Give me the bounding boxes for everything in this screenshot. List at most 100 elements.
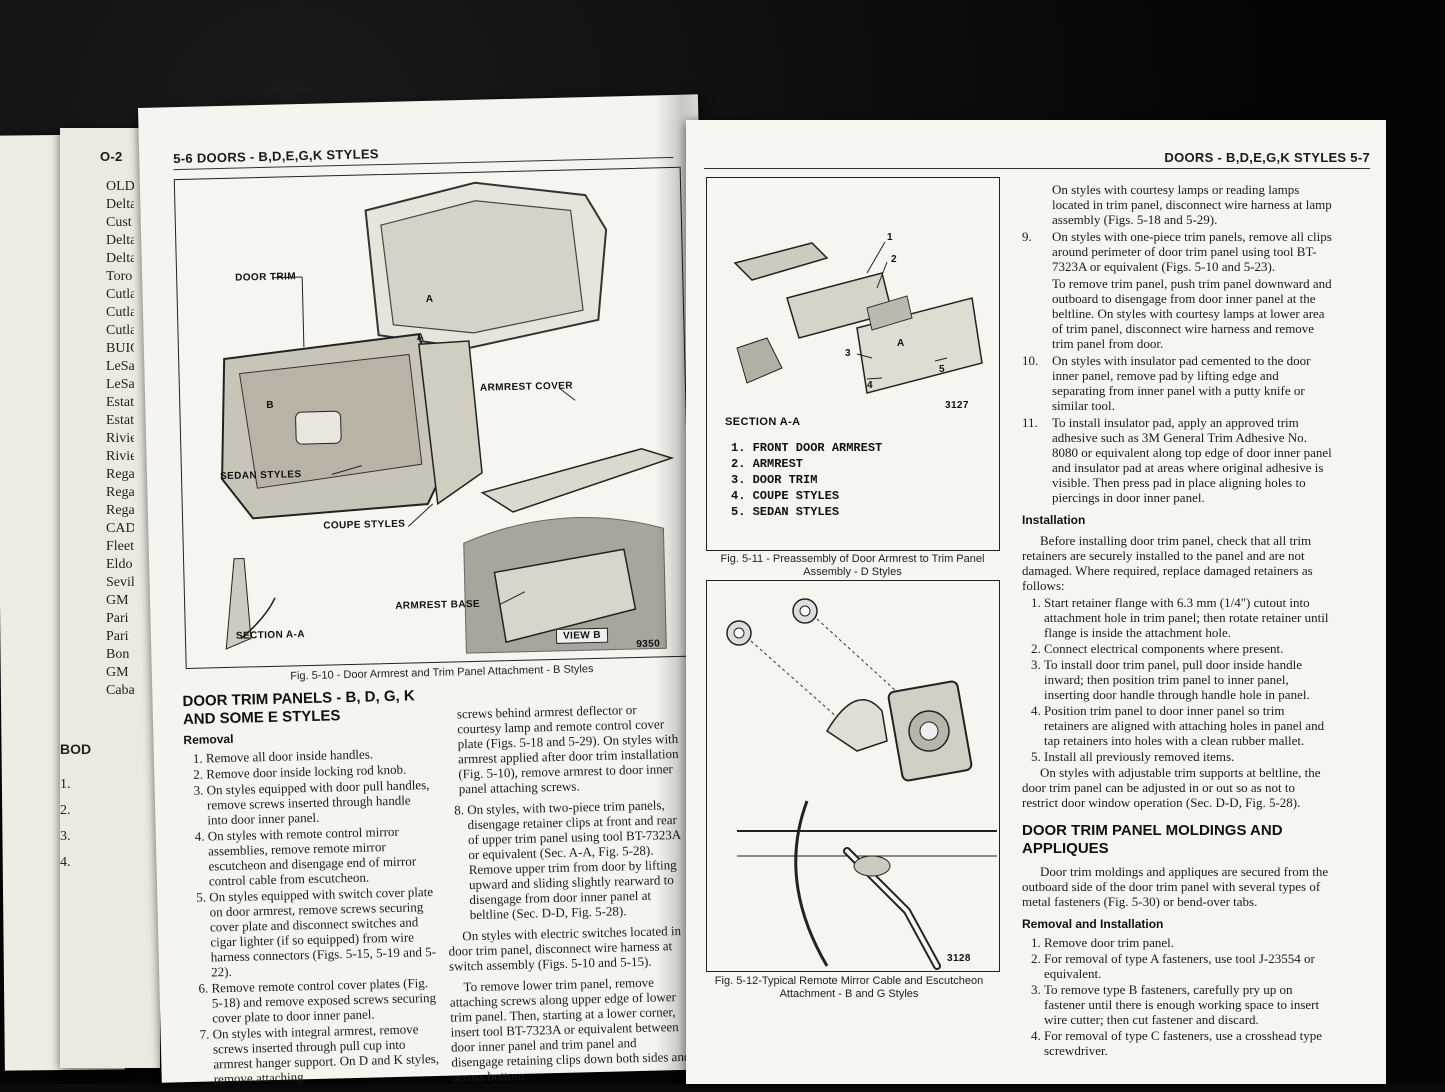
- label-armrest-base: ARMREST BASE: [395, 598, 481, 612]
- installation-step: Position trim panel to door inner panel …: [1044, 703, 1332, 748]
- figure-5-12-caption: Fig. 5-12-Typical Remote Mirror Cable an…: [714, 975, 984, 1000]
- index-line: LeSa: [106, 377, 134, 392]
- removal-step: Remove remote control cover plates (Fig.…: [211, 975, 438, 1025]
- index-line: Bon: [106, 647, 130, 662]
- removal-step: On styles equipped with door pull handle…: [207, 777, 434, 827]
- installation-step: Start retainer flange with 6.3 mm (1/4")…: [1044, 595, 1332, 640]
- back-step-number: 2.: [60, 803, 71, 818]
- label-view-b: VIEW B: [555, 627, 609, 644]
- callout-a-upper: A: [425, 293, 434, 306]
- removal-installation-steps: Remove door trim panel. For removal of ty…: [1022, 935, 1332, 1058]
- section-title-door-trim-panels: DOOR TRIM PANELS - B, D, G, K AND SOME E…: [182, 687, 415, 729]
- index-line: Rega: [106, 485, 134, 500]
- removal-step: On styles equipped with switch cover pla…: [209, 884, 437, 979]
- left-page: 5-6 DOORS - B,D,E,G,K STYLES: [138, 94, 722, 1086]
- index-line: Cutla: [106, 323, 134, 338]
- right-page: DOORS - B,D,E,G,K STYLES 5-7 1 2 3 4 5 A…: [686, 120, 1386, 1084]
- label-sedan-styles: SEDAN STYLES: [219, 469, 302, 483]
- index-line: Cutla: [106, 305, 134, 320]
- courtesy-lamp-para: On styles with courtesy lamps or reading…: [1052, 182, 1332, 227]
- subhead-removal: Removal: [183, 731, 234, 748]
- removal-continued: screws behind armrest deflector or court…: [456, 701, 679, 797]
- step-number: 11.: [1022, 415, 1038, 430]
- figure-number-3128: 3128: [947, 953, 971, 964]
- legend-item: 5. SEDAN STYLES: [731, 505, 840, 519]
- section-title-moldings: DOOR TRIM PANEL MOLDINGS AND APPLIQUES: [1022, 822, 1283, 857]
- left-page-header: 5-6 DOORS - B,D,E,G,K STYLES: [173, 146, 379, 167]
- removal-step: On styles with integral armrest, remove …: [212, 1021, 439, 1086]
- legend-item: 2. ARMREST: [731, 457, 804, 471]
- installation-para: Before installing door trim panel, check…: [1022, 533, 1313, 593]
- step-text: To install insulator pad, apply an appro…: [1052, 415, 1332, 505]
- figure-5-11-caption: Fig. 5-11 - Preassembly of Door Armrest …: [720, 553, 985, 578]
- numbered-step: 11. To install insulator pad, apply an ap…: [1022, 415, 1332, 505]
- label-coupe-styles: COUPE STYLES: [323, 518, 406, 532]
- callout-2: 2: [891, 254, 897, 265]
- index-line: Cutla: [106, 287, 134, 302]
- removal-installation-step: To remove type B fasteners, carefully pr…: [1044, 982, 1332, 1027]
- back-page-header: O-2: [100, 149, 123, 164]
- callout-b: B: [266, 399, 275, 411]
- mirror-cable-illustration: [726, 598, 997, 970]
- legend-item: 3. DOOR TRIM: [731, 473, 818, 487]
- subhead-installation: Installation: [1022, 513, 1086, 527]
- removal-installation-step: Remove door trim panel.: [1044, 935, 1332, 950]
- index-line: GM: [106, 593, 129, 608]
- armrest-preassembly-illustration: [733, 241, 983, 394]
- index-line: Caba: [106, 683, 134, 698]
- index-line: Sevil: [106, 575, 134, 590]
- index-line: Rega: [106, 503, 134, 518]
- right-page-header: DOORS - B,D,E,G,K STYLES 5-7: [1164, 150, 1370, 165]
- legend-item: 1. FRONT DOOR ARMREST: [731, 441, 883, 455]
- steps-9: 9. On styles with one-piece trim panels, …: [1022, 229, 1332, 274]
- left-column-1: DOOR TRIM PANELS - B, D, G, K AND SOME E…: [182, 687, 440, 1088]
- index-line: Delta: [106, 197, 134, 212]
- removal-step: On styles with remote control mirror ass…: [208, 823, 435, 889]
- moldings-para: Door trim moldings and appliques are sec…: [1022, 864, 1329, 909]
- numbered-step: 10.On styles with insulator pad cemented…: [1022, 353, 1332, 413]
- index-line: Fleet: [106, 539, 134, 554]
- door-trim-illustration: [221, 181, 675, 654]
- index-line: Pari: [106, 629, 129, 644]
- figure-5-11-legend: 1. FRONT DOOR ARMREST 2. ARMREST 3. DOOR T…: [731, 440, 882, 520]
- index-line: Eldo: [106, 557, 133, 572]
- installation-step: Install all previously removed items.: [1044, 749, 1332, 764]
- callout-1: 1: [887, 232, 893, 243]
- index-line: Toro: [106, 269, 133, 284]
- index-line: Delta: [106, 251, 134, 266]
- label-section-a-a: SECTION A-A: [235, 629, 306, 642]
- index-line: OLD: [106, 179, 134, 194]
- index-line: Estat: [106, 413, 134, 428]
- step-number: 9.: [1022, 229, 1032, 244]
- figure-5-11: 1 2 3 4 5 A 3127 SECTION A-A 1. FRONT DO…: [706, 177, 1000, 551]
- label-door-trim: DOOR TRIM: [235, 271, 297, 284]
- index-line: Rivie: [106, 431, 134, 446]
- numbered-step: 9. On styles with one-piece trim panels, …: [1022, 229, 1332, 274]
- index-line: Rega: [106, 467, 134, 482]
- figure-5-10: DOOR TRIM SEDAN STYLES COUPE STYLES ARMR…: [173, 166, 693, 670]
- index-line: CAD: [106, 521, 134, 536]
- callout-3: 3: [845, 348, 851, 359]
- remove-trim-panel-para: To remove trim panel, push trim panel do…: [1052, 276, 1332, 351]
- callout-a-lower: A: [416, 332, 425, 344]
- installation-step: Connect electrical components where pres…: [1044, 641, 1332, 656]
- figure-number-3127: 3127: [945, 400, 969, 411]
- installation-steps: Start retainer flange with 6.3 mm (1/4")…: [1022, 595, 1332, 764]
- removal-step-8: On styles, with two-piece trim panels, d…: [445, 797, 688, 923]
- right-header-rule: [704, 168, 1370, 169]
- installation-step: To install door trim panel, pull door in…: [1044, 657, 1332, 702]
- subhead-removal-installation: Removal and Installation: [1022, 917, 1164, 931]
- label-section-a-a-right: SECTION A-A: [725, 416, 801, 428]
- callout-5: 5: [939, 364, 945, 375]
- index-line: Estat: [106, 395, 134, 410]
- adjustable-trim-para: On styles with adjustable trim supports …: [1022, 765, 1321, 810]
- step-text: On styles with one-piece trim panels, re…: [1052, 229, 1332, 274]
- step-number: 10.: [1022, 353, 1039, 368]
- removal-installation-step: For removal of type C fasteners, use a c…: [1044, 1028, 1332, 1058]
- removal-steps: Remove all door inside handles.Remove do…: [184, 745, 440, 1087]
- legend-item: 4. COUPE STYLES: [731, 489, 840, 503]
- back-step-number: 3.: [60, 829, 71, 844]
- label-armrest-cover: ARMREST COVER: [479, 380, 574, 394]
- electric-switches-para: On styles with electric switches located…: [448, 922, 682, 974]
